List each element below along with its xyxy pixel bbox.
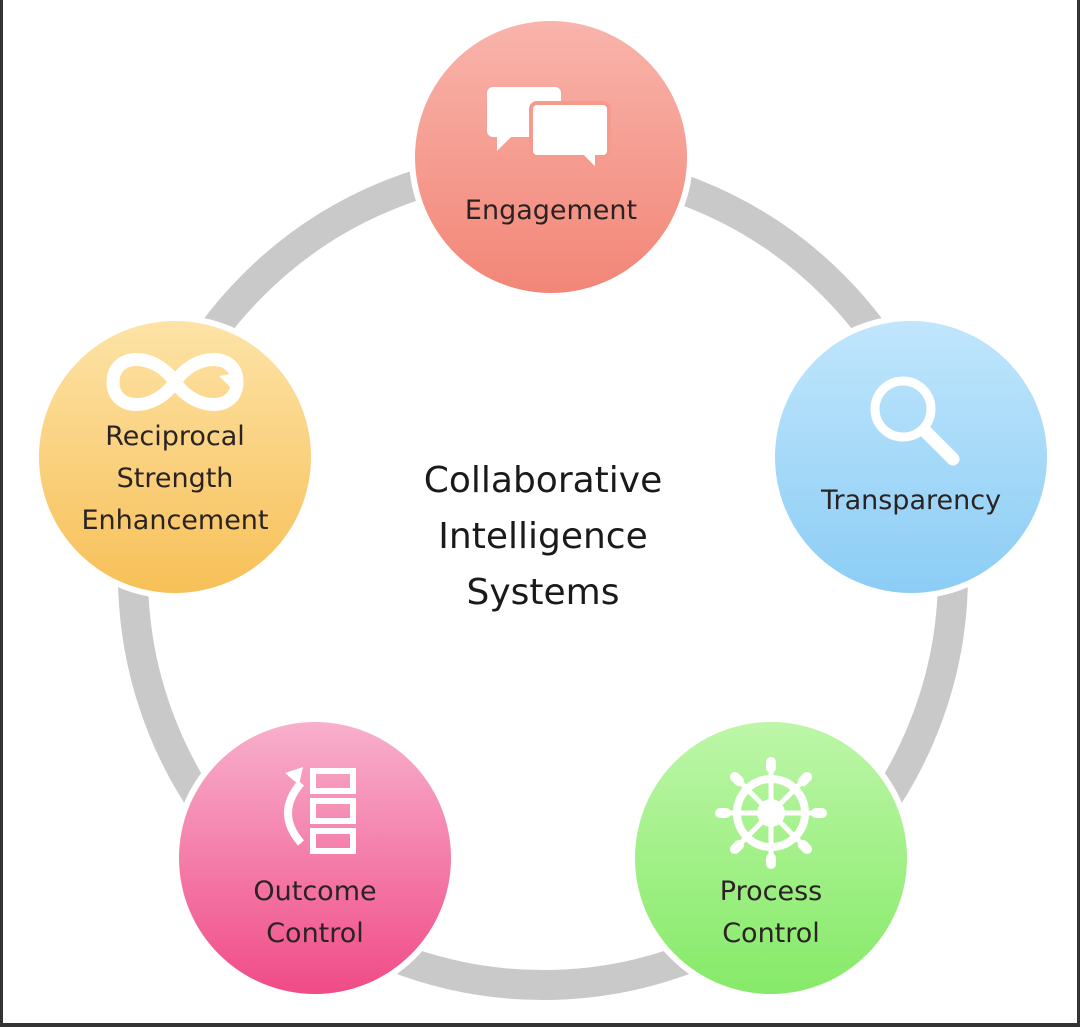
node-circle xyxy=(39,321,311,593)
node-label-line: Engagement xyxy=(465,195,637,226)
node-label-line: Enhancement xyxy=(81,505,268,536)
magnifier-icon xyxy=(870,376,960,466)
node-transparency: Transparency xyxy=(769,315,1053,599)
infinity-loop-icon xyxy=(106,353,244,411)
ship-wheel-icon xyxy=(715,757,827,869)
center-title-line-3: Systems xyxy=(467,572,620,613)
node-label-line: Transparency xyxy=(820,485,1001,516)
center-title-line-1: Collaborative xyxy=(424,460,663,501)
node-label-line: Process xyxy=(720,876,822,907)
node-label-line: Control xyxy=(722,918,820,949)
cycle-diagram: Collaborative Intelligence Systems Engag… xyxy=(33,15,1053,1000)
reorder-list-icon xyxy=(284,767,356,854)
node-label-line: Control xyxy=(266,918,364,949)
node-label-line: Reciprocal xyxy=(105,421,245,452)
node-engagement: Engagement xyxy=(409,15,693,299)
node-circle xyxy=(179,722,451,994)
node-circle xyxy=(775,321,1047,593)
node-label-line: Strength xyxy=(117,463,234,494)
center-title-line-2: Intelligence xyxy=(438,516,647,557)
speech-bubbles-icon xyxy=(487,87,611,176)
node-label-line: Outcome xyxy=(253,876,376,907)
